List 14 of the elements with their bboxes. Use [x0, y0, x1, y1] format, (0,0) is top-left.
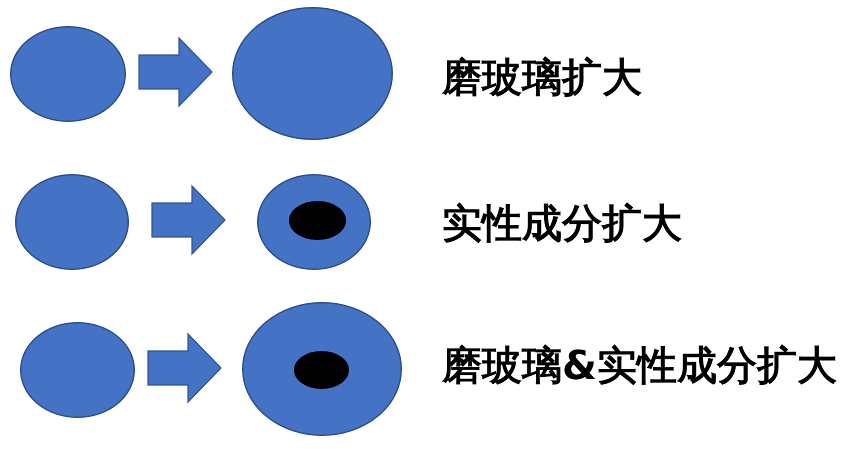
row-caption: 磨玻璃扩大	[442, 56, 642, 100]
block-arrow	[138, 36, 213, 108]
ellipse-shape	[10, 26, 126, 122]
dark-core-ellipse	[289, 201, 346, 240]
row-caption: 磨玻璃&实性成分扩大	[442, 344, 837, 388]
row-caption: 实性成分扩大	[442, 202, 682, 246]
ellipse-shape	[242, 302, 402, 436]
dark-core-ellipse	[294, 351, 349, 389]
ellipse-shape	[257, 174, 371, 270]
block-arrow	[151, 184, 226, 256]
ellipse-shape	[15, 174, 129, 270]
ellipse-shape	[232, 7, 393, 140]
block-arrow	[147, 332, 222, 404]
ellipse-shape	[20, 322, 135, 418]
